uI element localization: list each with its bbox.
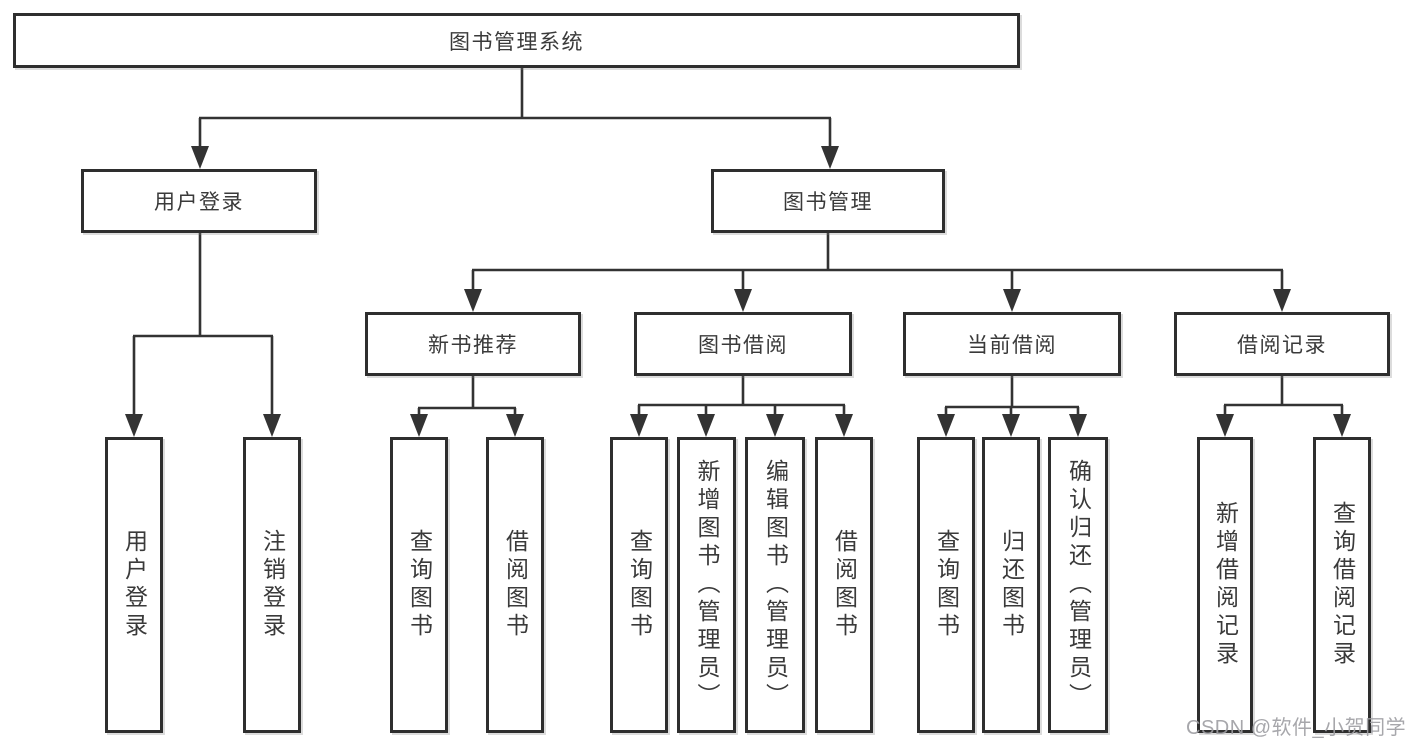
leaf-newrec-query-books: 查询图书	[390, 437, 448, 733]
leaf-user-login: 用户登录	[105, 437, 163, 733]
leaf-current-return-books: 归还图书	[982, 437, 1040, 733]
connector-user-login-children	[125, 233, 281, 437]
node-user-login: 用户登录	[81, 169, 317, 233]
connector-book-management-children	[464, 233, 1291, 312]
leaf-records-add-borrow-record: 新增借阅记录	[1197, 437, 1253, 733]
leaf-borrowing-edit-books-admin: 编辑图书（管理员）	[745, 437, 805, 733]
node-current-borrowing: 当前借阅	[903, 312, 1121, 376]
leaf-current-query-books: 查询图书	[917, 437, 975, 733]
leaf-borrowing-query-books: 查询图书	[610, 437, 668, 733]
leaf-logout: 注销登录	[243, 437, 301, 733]
connector-root-to-level2	[191, 68, 839, 169]
connector-borrowing-records-children	[1216, 376, 1351, 437]
leaf-current-confirm-return-admin: 确认归还（管理员）	[1048, 437, 1108, 733]
node-book-borrowing: 图书借阅	[634, 312, 852, 376]
watermark-csdn: CSDN @软件_小贺同学	[1186, 717, 1405, 739]
connector-current-borrowing-children	[937, 376, 1087, 437]
node-new-book-recommendation: 新书推荐	[365, 312, 581, 376]
node-book-management: 图书管理	[711, 169, 945, 233]
leaf-records-query-borrow-record: 查询借阅记录	[1313, 437, 1371, 733]
node-library-management-system: 图书管理系统	[13, 13, 1020, 68]
connector-new-book-recommendation-children	[410, 376, 524, 437]
node-borrowing-records: 借阅记录	[1174, 312, 1390, 376]
connector-book-borrowing-children	[630, 376, 853, 437]
leaf-newrec-borrow-books: 借阅图书	[486, 437, 544, 733]
leaf-borrowing-borrow-books: 借阅图书	[815, 437, 873, 733]
leaf-borrowing-add-books-admin: 新增图书（管理员）	[677, 437, 736, 733]
